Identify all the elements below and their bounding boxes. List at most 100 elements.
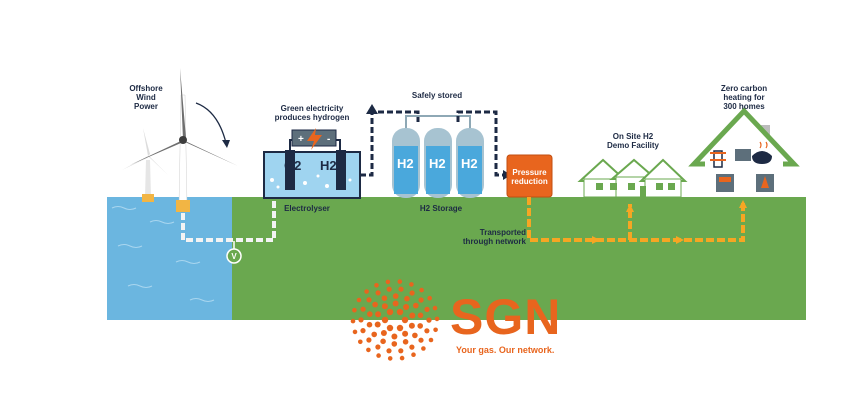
house-icon <box>688 107 800 197</box>
network-arrow-4 <box>626 204 634 212</box>
logo-dot <box>409 290 415 296</box>
sea-area <box>107 197 235 320</box>
logo-dot <box>375 290 381 296</box>
wind-turbine-icon <box>122 68 238 212</box>
logo-dot <box>374 321 381 328</box>
logo-dot <box>380 338 386 345</box>
h2-storage-label: H2 Storage <box>419 204 463 213</box>
logo-dot <box>376 353 381 358</box>
logo-dot <box>409 312 416 319</box>
logo-dot <box>399 355 405 361</box>
logo-dot <box>409 344 415 350</box>
logo-dot <box>386 324 394 332</box>
logo-dot <box>367 311 373 317</box>
logo-dot <box>397 279 403 284</box>
logo-dot <box>404 295 410 302</box>
electrolyser-tank-icon <box>263 139 361 199</box>
arrow-up-head <box>366 104 378 114</box>
logo-dot <box>358 339 363 345</box>
logo-dot <box>391 333 398 340</box>
o2-label: O2 <box>284 158 302 173</box>
logo-dot <box>417 323 424 329</box>
electrolyser-label: Electrolyser <box>284 204 330 213</box>
logo-dot <box>424 328 430 334</box>
logo-dot <box>381 316 389 324</box>
house-icon <box>577 158 688 198</box>
logo-dot <box>385 279 391 285</box>
logo-dot <box>375 344 381 350</box>
green-electricity-label: Green electricity produces hydrogen <box>274 104 350 122</box>
brand-slogan: Your gas. Our network. <box>456 345 555 355</box>
battery-minus: - <box>327 134 330 145</box>
logo-dot <box>426 317 432 323</box>
logo-dot <box>358 317 364 323</box>
logo-dot <box>386 348 392 354</box>
logo-dot <box>366 337 372 343</box>
logo-dot <box>432 305 438 311</box>
storage-tank-icon <box>392 115 484 198</box>
logo-dot <box>402 330 409 337</box>
logo-dot <box>398 348 404 354</box>
valve-label: V <box>231 252 237 261</box>
network-arrow-1 <box>592 236 600 244</box>
logo-dot <box>371 331 378 338</box>
transported-label: Transported through network <box>462 228 526 246</box>
logo-dot <box>433 327 438 333</box>
logo-dot <box>352 307 357 313</box>
h2-electrolyser-label: H2 <box>320 158 337 173</box>
logo-dot <box>366 347 371 353</box>
logo-dot <box>381 303 388 310</box>
sgn-logo-icon <box>350 279 440 361</box>
zero-carbon-label: Zero carbon heating for 300 homes <box>720 84 768 111</box>
logo-dot <box>424 306 430 312</box>
logo-dot <box>366 297 372 303</box>
logo-dot <box>418 297 424 303</box>
logo-dot <box>398 286 404 292</box>
logo-dot <box>387 356 393 361</box>
tank-1-label: H2 <box>397 156 414 171</box>
logo-dot <box>364 289 369 294</box>
logo-dot <box>360 328 366 334</box>
network-arrow-2 <box>676 236 684 244</box>
demo-facility-label: On Site H2 Demo Facility <box>606 132 659 150</box>
logo-dot <box>434 316 440 322</box>
pressure-reduction-label: Pressure reduction <box>511 168 548 186</box>
logo-dot <box>381 295 388 302</box>
logo-dot <box>401 316 409 324</box>
battery-plus: + <box>298 134 304 145</box>
logo-dot <box>408 322 415 329</box>
logo-dot <box>356 297 362 303</box>
logo-dot <box>419 287 424 293</box>
logo-dot <box>391 341 398 347</box>
logo-dot <box>412 332 418 339</box>
logo-dot <box>403 304 410 310</box>
logo-dot <box>374 283 379 288</box>
battery-icon <box>291 128 337 150</box>
logo-dot <box>372 301 378 308</box>
logo-dot <box>427 295 433 301</box>
logo-dot <box>392 300 399 307</box>
offshore-wind-label: Offshore Wind Power <box>129 84 163 111</box>
logo-dot <box>380 330 387 336</box>
logo-dot <box>386 286 392 292</box>
logo-dot <box>392 293 399 299</box>
logo-dot <box>396 324 404 332</box>
logo-dot <box>352 329 358 335</box>
logo-dot <box>386 308 394 316</box>
logo-dot <box>396 308 404 316</box>
logo-dot <box>418 337 424 343</box>
arrow-out-storage <box>456 110 505 177</box>
network-arrow-3 <box>739 200 747 208</box>
brand-name: SGN <box>450 289 562 345</box>
logo-dot <box>428 337 434 343</box>
logo-dot <box>421 346 426 351</box>
logo-dot <box>366 321 373 328</box>
logo-dot <box>375 311 382 318</box>
logo-dot <box>417 312 424 319</box>
logo-dot <box>402 339 409 345</box>
logo-dot <box>350 318 356 324</box>
logo-dot <box>413 302 419 309</box>
logo-dot <box>360 306 366 312</box>
safely-stored-label: Safely stored <box>411 91 463 100</box>
